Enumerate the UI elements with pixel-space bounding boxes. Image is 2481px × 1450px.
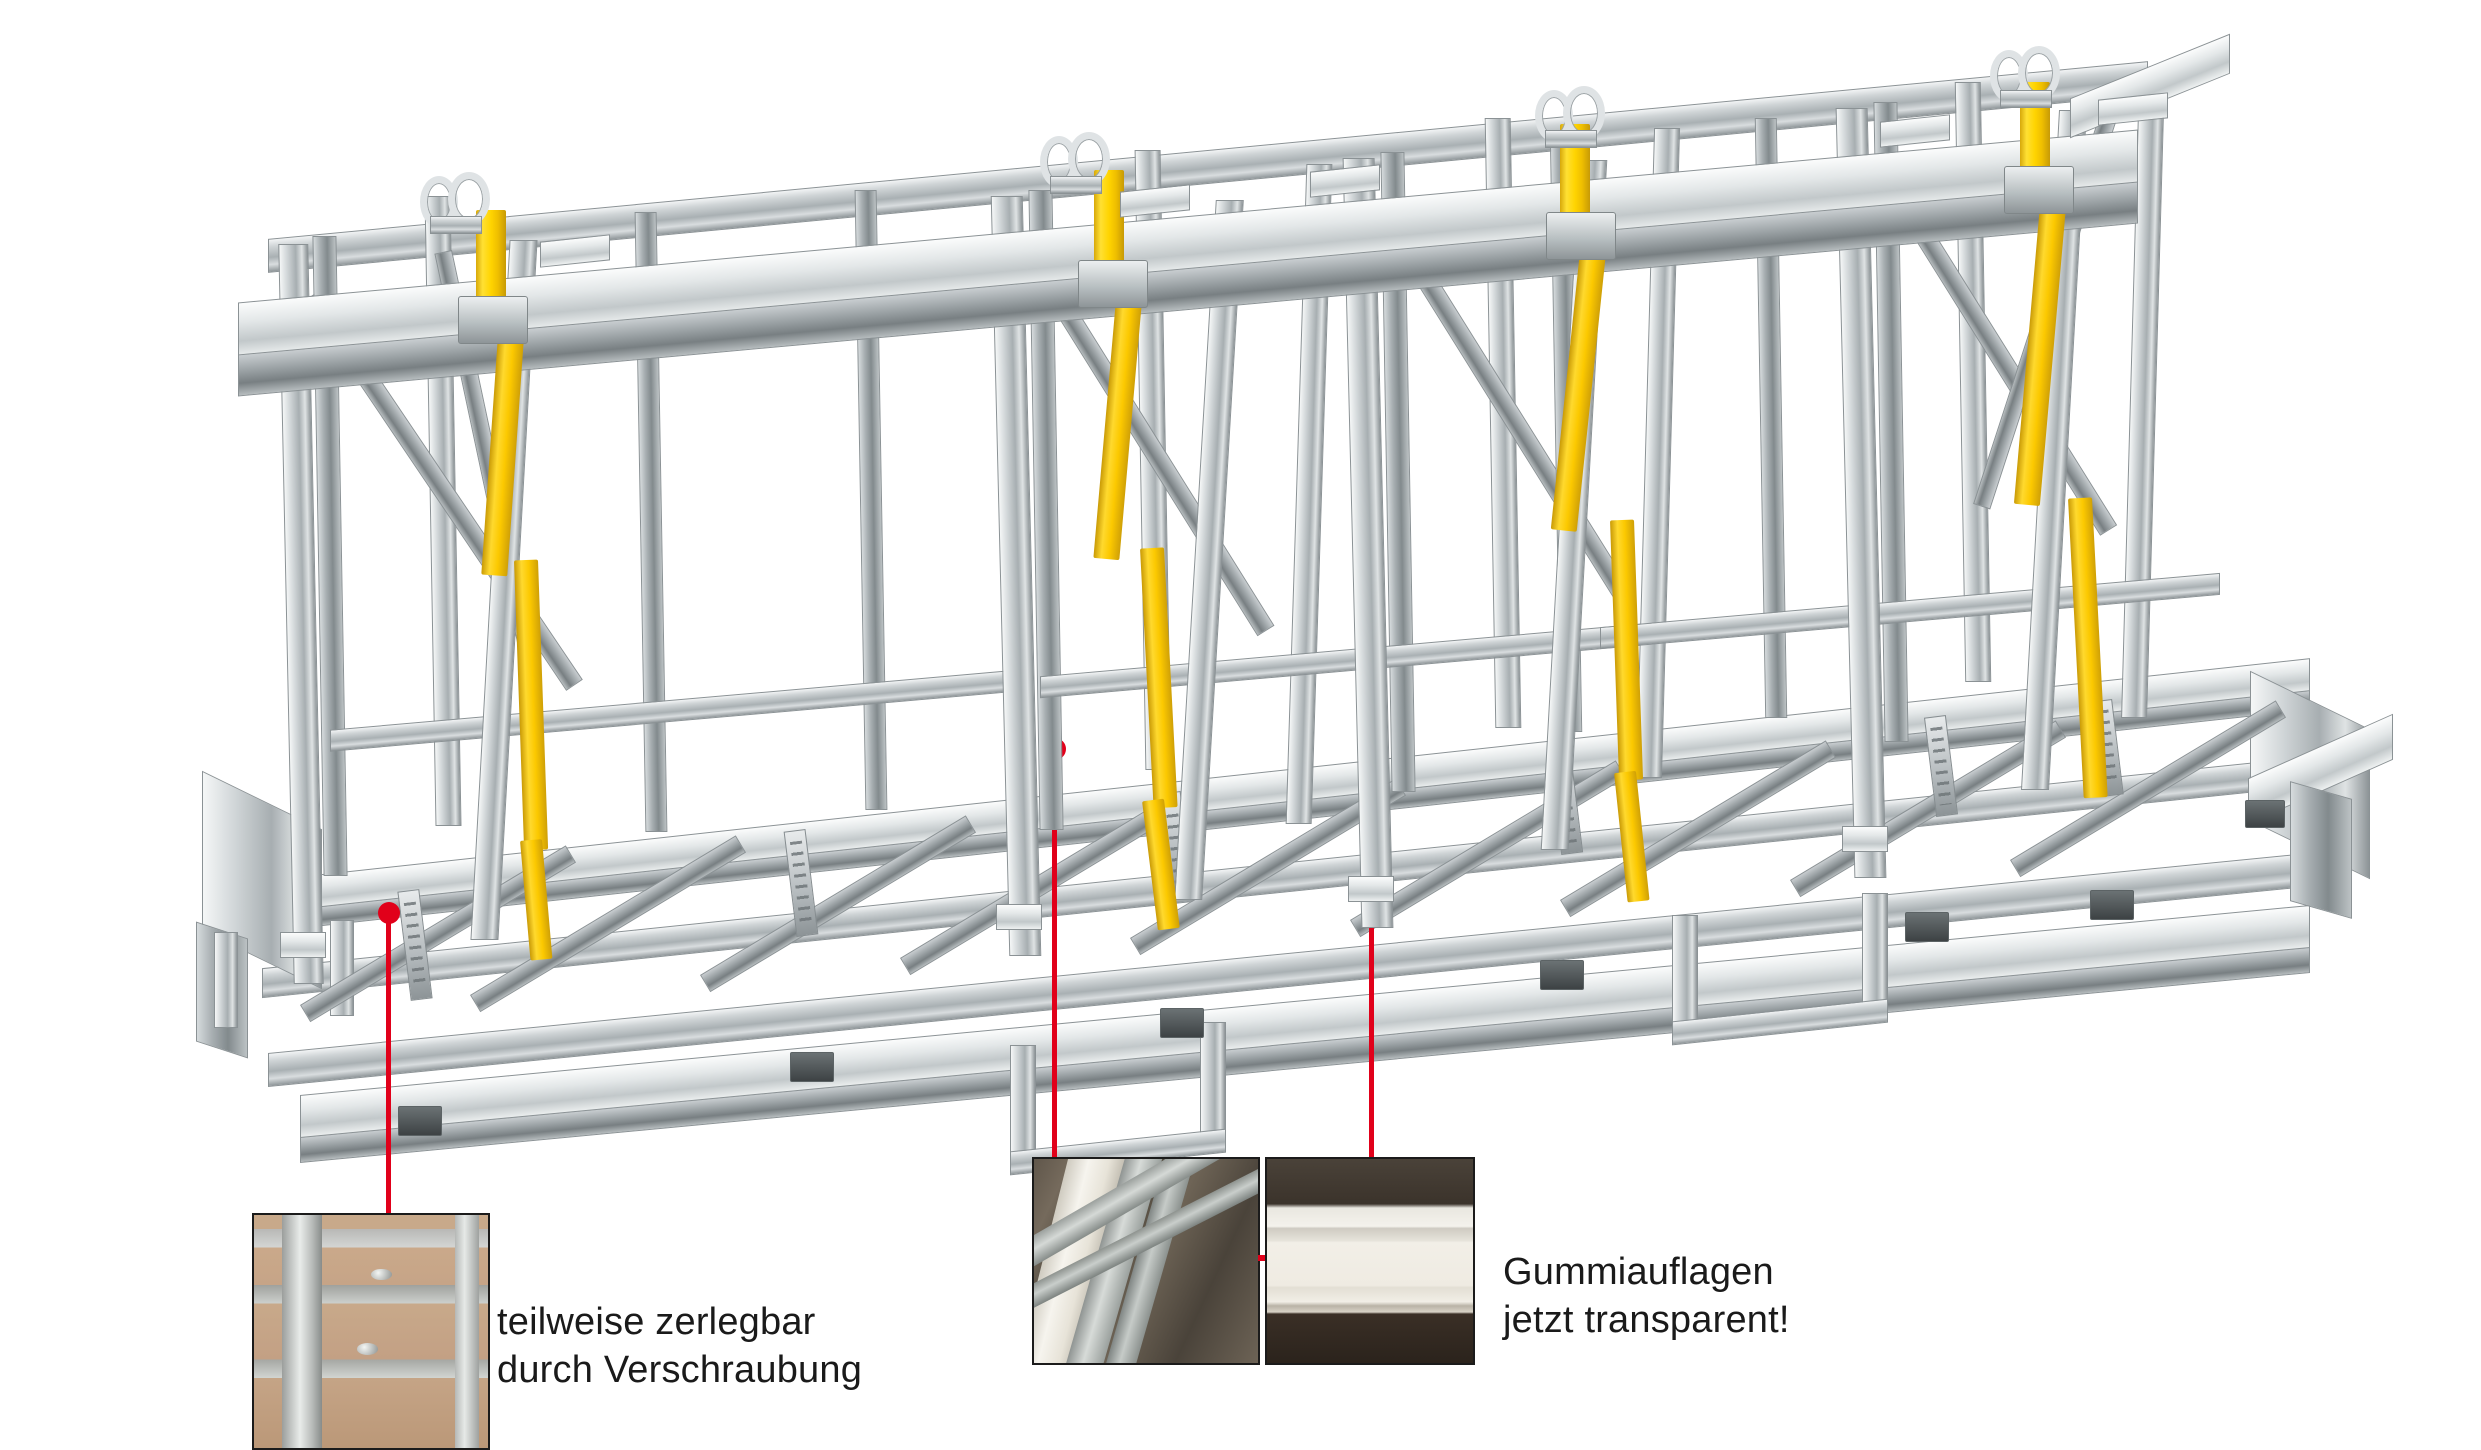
photo-bolt — [356, 1343, 378, 1355]
ratchet-buckle-3 — [1546, 212, 1616, 260]
profile-end-cap — [2090, 890, 2134, 920]
ratchet-strap-4-tail — [2068, 497, 2108, 799]
callout-1-photo-content — [254, 1215, 488, 1448]
callout-2-photo-right — [1265, 1157, 1475, 1365]
callout-2-leader-line-left — [1052, 749, 1057, 1157]
post-foot-bracket — [1842, 826, 1888, 852]
post-foot-bracket — [1348, 876, 1394, 902]
callout-2-caption-line2: jetzt transparent! — [1503, 1299, 1790, 1341]
forklift-pocket-far-left-inner — [214, 932, 238, 1028]
profile-end-cap — [398, 1106, 442, 1136]
post-foot-bracket — [996, 904, 1042, 930]
callout-2-photo-left-content — [1034, 1159, 1258, 1363]
callout-1-caption-line2: durch Verschraubung — [497, 1349, 863, 1391]
callout-2-leader-line-right — [1369, 819, 1374, 1157]
forklift-pocket-right-outer — [1862, 893, 1888, 1011]
profile-end-cap — [1905, 912, 1949, 942]
ratchet-buckle-4 — [2004, 166, 2074, 214]
post-foot-bracket — [280, 932, 326, 958]
base-right-endcap-leg — [2290, 781, 2352, 919]
callout-1-caption: teilweise zerlegbar — [497, 1301, 816, 1343]
profile-end-cap — [790, 1052, 834, 1082]
forklift-pocket-left-inner — [1010, 1045, 1036, 1163]
ratchet-buckle-1 — [458, 296, 528, 344]
profile-end-cap — [2245, 800, 2285, 828]
profile-end-cap — [1540, 960, 1584, 990]
lifting-eye-shackle — [2000, 90, 2052, 108]
callout-2-photo-right-content — [1267, 1159, 1473, 1363]
callout-1-leader-line — [386, 913, 391, 1215]
ratchet-buckle-2 — [1078, 260, 1148, 308]
profile-end-cap — [1160, 1008, 1204, 1038]
forklift-pocket-left-outer — [1200, 1022, 1226, 1140]
lifting-eye-shackle — [430, 216, 482, 234]
lifting-eye-shackle — [1545, 130, 1597, 148]
product-rack-illustration — [0, 0, 2481, 1180]
photo-bolt — [371, 1268, 393, 1281]
callout-2-photo-left — [1032, 1157, 1260, 1365]
callout-2-caption: Gummiauflagen — [1503, 1251, 1774, 1293]
photo-rail — [455, 1215, 479, 1448]
lifting-eye-shackle — [1050, 176, 1102, 194]
photo-post — [282, 1215, 322, 1448]
ratchet-strap-1-tail — [514, 559, 549, 851]
callout-1-photo — [252, 1213, 490, 1450]
forklift-pocket-right-inner — [1672, 915, 1698, 1033]
